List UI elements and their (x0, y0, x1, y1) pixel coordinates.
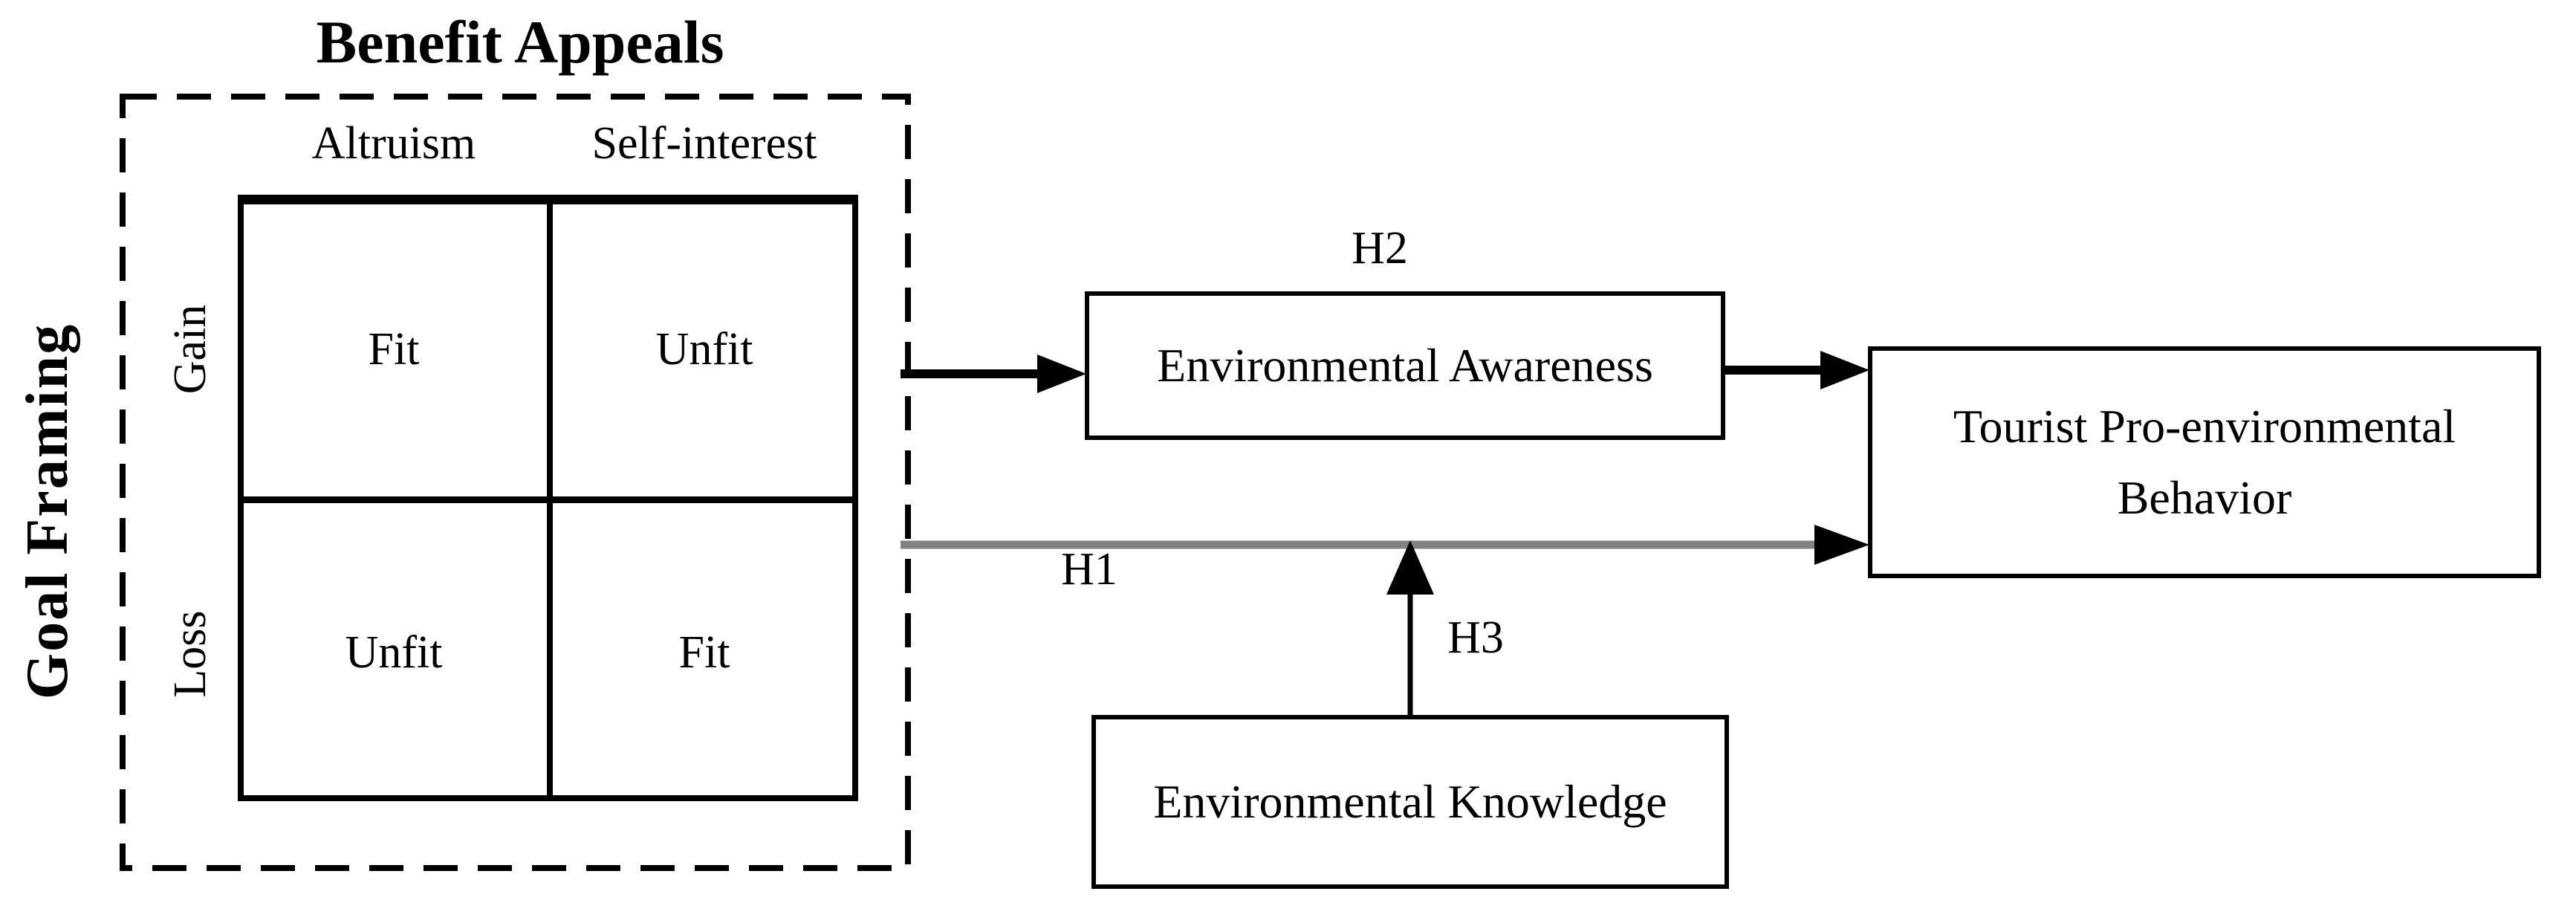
column-header-self-interest: Self-interest (591, 118, 817, 169)
arrow-knowledge-to-h1 (1386, 540, 1434, 715)
column-header-altruism: Altruism (311, 118, 476, 169)
tourist-pro-environmental-behavior-box: Tourist Pro-environmental Behavior (1868, 346, 2541, 578)
arrowhead-right-icon (1814, 525, 1869, 565)
arrow-awareness-to-behavior (1725, 351, 1869, 389)
arrowhead-right-icon (1037, 355, 1086, 393)
hypothesis-label-h3: H3 (1447, 612, 1504, 663)
goal-framing-matrix (238, 195, 858, 801)
cell-gain-altruism: Fit (368, 324, 420, 375)
environmental-knowledge-label: Environmental Knowledge (1153, 775, 1667, 828)
benefit-appeals-title: Benefit Appeals (316, 8, 724, 76)
arrow-matrix-to-awareness (901, 355, 1086, 393)
row-header-loss: Loss (165, 610, 215, 698)
goal-framing-axis-title: Goal Framing (15, 323, 80, 700)
arrow-matrix-to-behavior-h1 (901, 525, 1869, 565)
tourist-pro-environmental-behavior-label: Tourist Pro-environmental Behavior (1953, 400, 2456, 524)
cell-gain-self-interest: Unfit (655, 324, 753, 375)
environmental-knowledge-box: Environmental Knowledge (1091, 715, 1729, 889)
matrix-horizontal-divider (244, 496, 852, 503)
hypothesis-label-h1: H1 (1061, 544, 1117, 595)
arrowhead-right-icon (1820, 351, 1869, 389)
environmental-awareness-box: Environmental Awareness (1085, 291, 1725, 440)
benefit-appeals-dashed-region (120, 94, 911, 871)
hypothesis-label-h2: H2 (1352, 223, 1408, 273)
environmental-awareness-label: Environmental Awareness (1157, 339, 1653, 392)
row-header-gain: Gain (165, 304, 215, 395)
cell-loss-altruism: Unfit (345, 627, 443, 678)
cell-loss-self-interest: Fit (678, 627, 730, 678)
arrowhead-up-icon (1386, 540, 1434, 595)
